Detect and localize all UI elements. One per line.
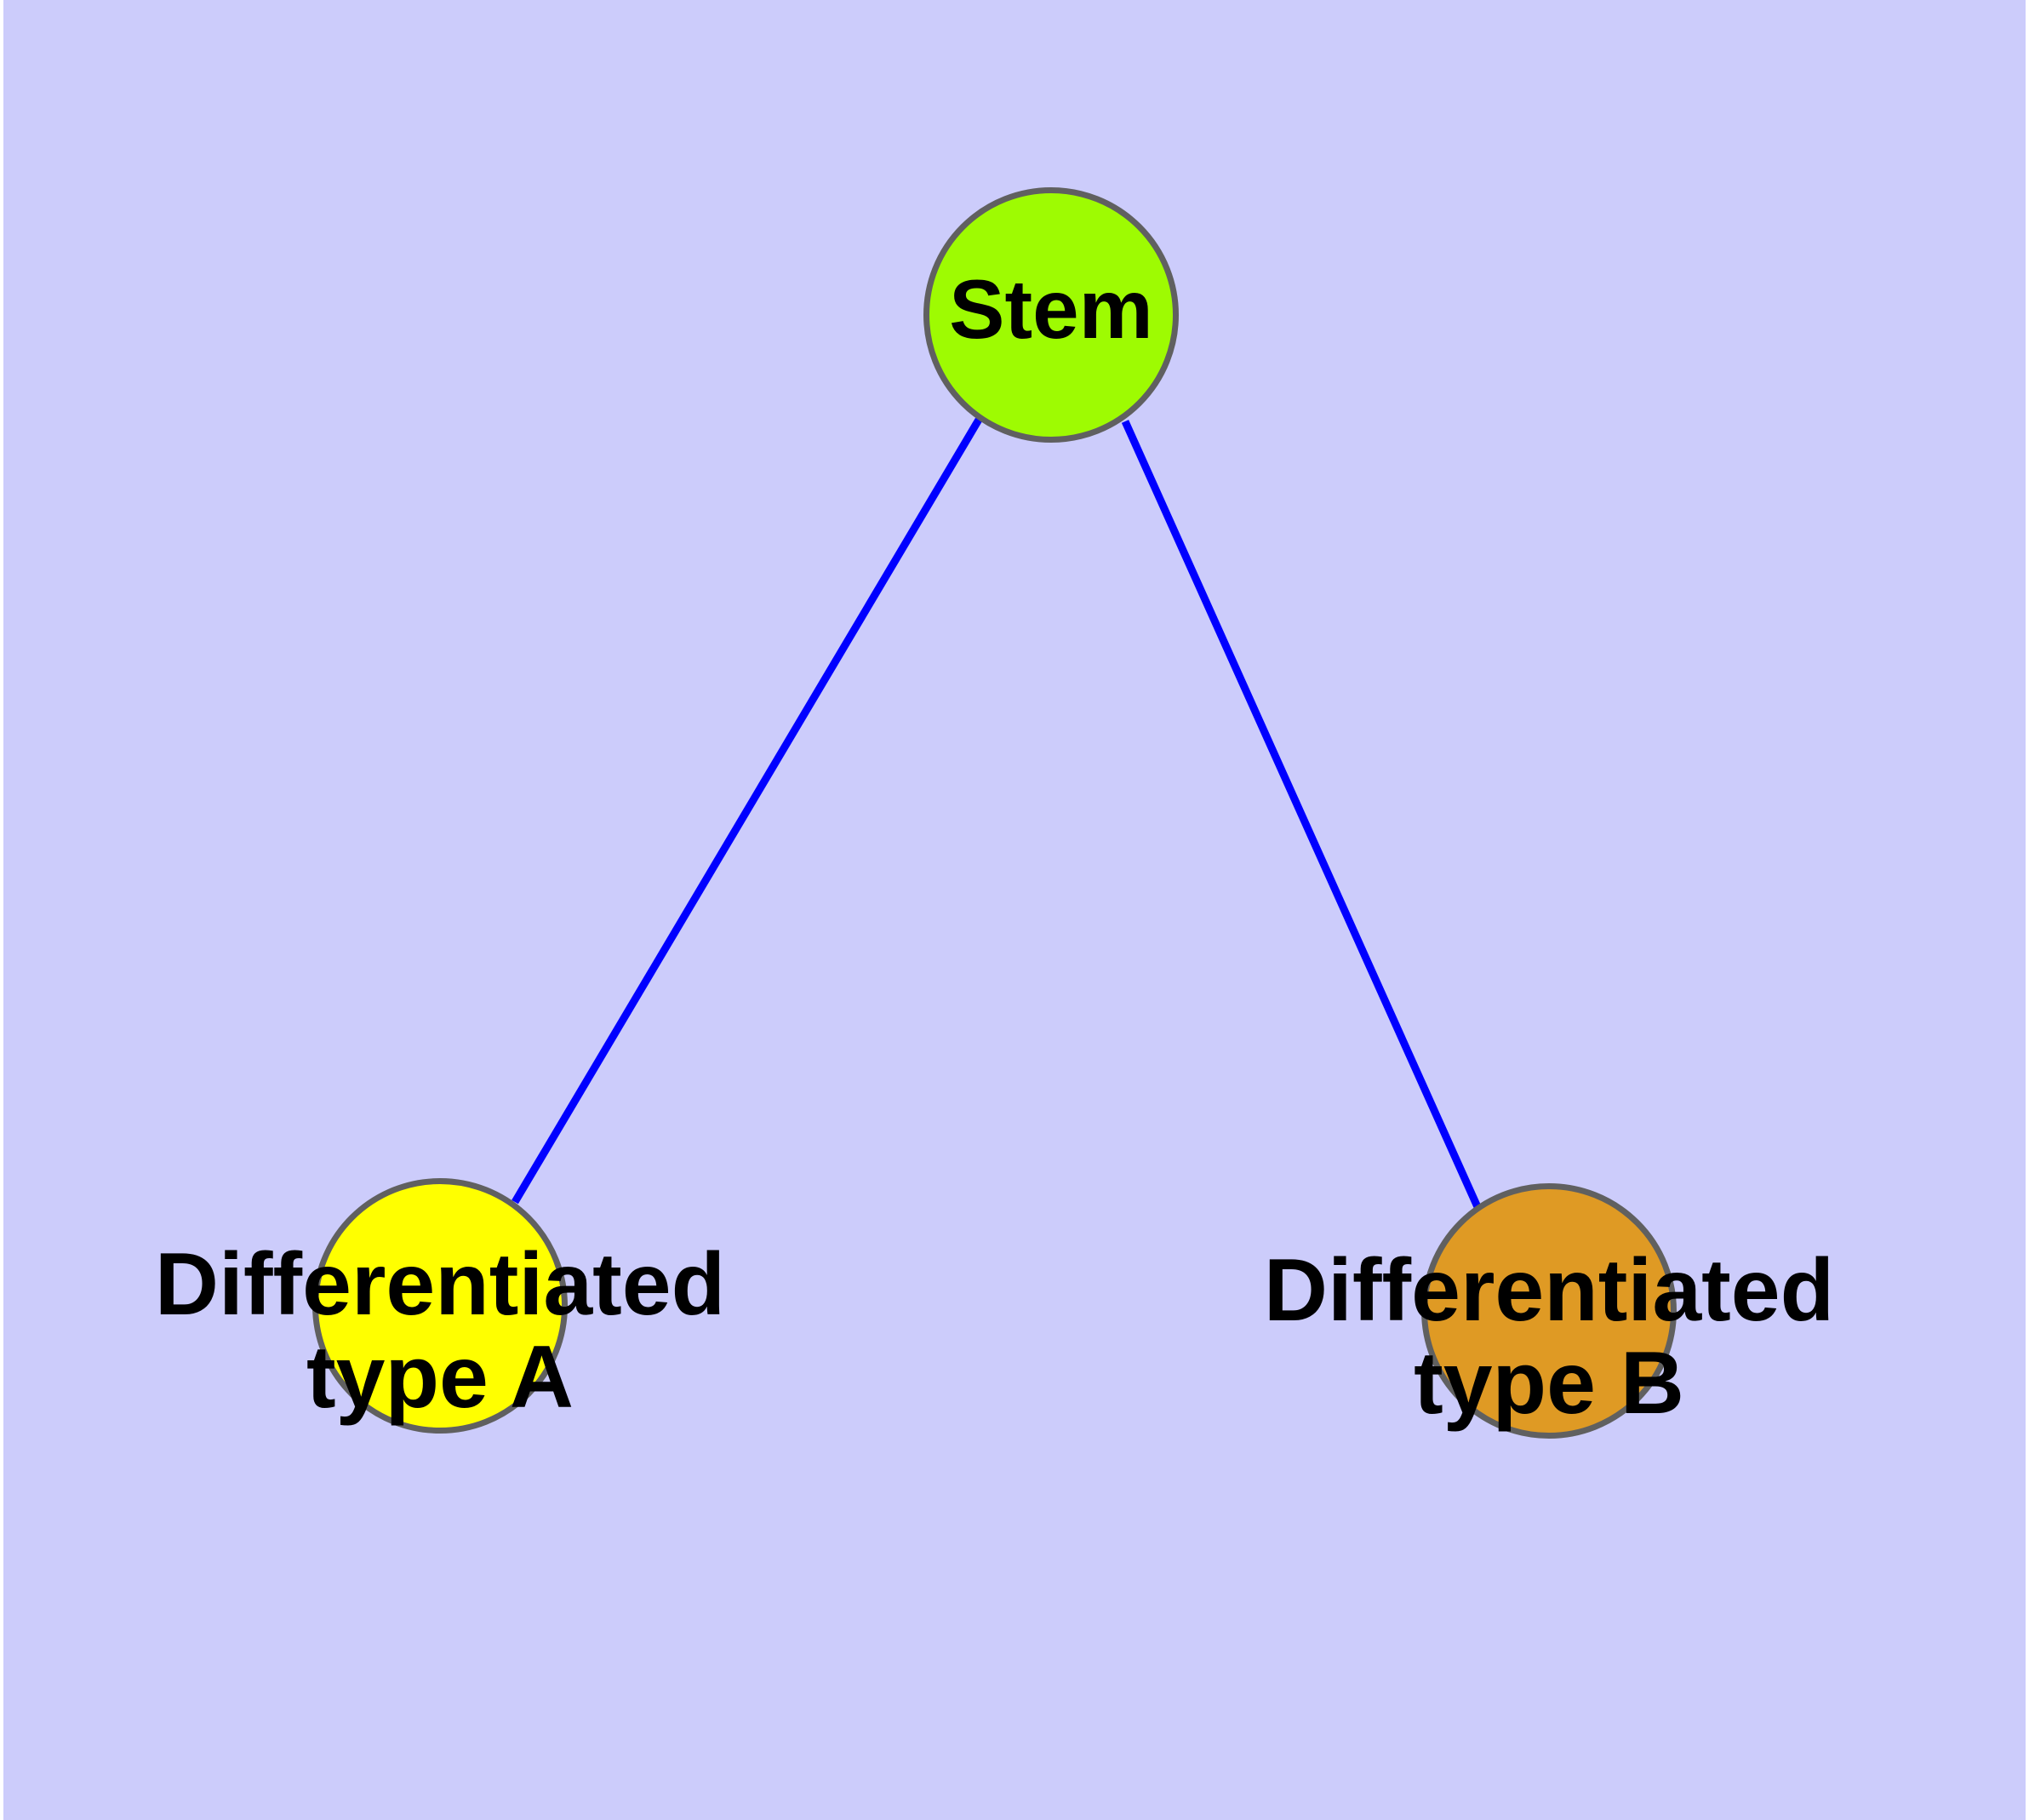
edge-stem-to-differentiated-type-b <box>1121 420 1483 1210</box>
edges-group <box>512 417 1483 1210</box>
edge-stem-to-differentiated-type-a <box>512 417 982 1205</box>
node-differentiated-type-b[interactable] <box>1421 1183 1677 1439</box>
node-stem[interactable] <box>923 187 1179 443</box>
nodes-group <box>312 187 1677 1439</box>
node-differentiated-type-a[interactable] <box>312 1178 568 1434</box>
